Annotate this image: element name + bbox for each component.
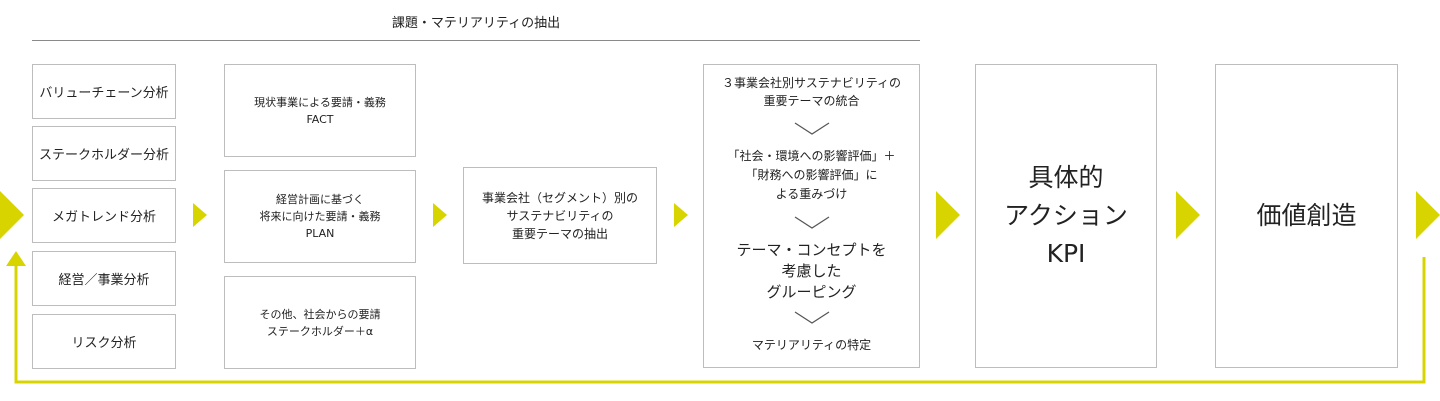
analysis-box-megatrend: メガトレンド分析	[32, 188, 176, 243]
process-step-weighting: 「社会・環境への影響評価」＋ 「財務への影響評価」に よる重みづけ	[727, 149, 896, 201]
left-edge-arrow-icon	[0, 191, 24, 239]
requirement-label: その他、社会からの要請 ステークホルダー＋α	[259, 307, 381, 338]
chevron-down-icon	[794, 122, 830, 136]
chevron-down-icon	[794, 216, 830, 230]
right-edge-arrow-icon	[1416, 191, 1440, 239]
value-creation-box: 価値創造	[1215, 64, 1398, 368]
analysis-box-stakeholder: ステークホルダー分析	[32, 126, 176, 181]
flow-arrow-icon	[193, 203, 207, 227]
requirement-label: 経営計画に基づく 将来に向けた要請・義務 PLAN	[259, 193, 381, 240]
analysis-label: ステークホルダー分析	[38, 148, 169, 163]
analysis-label: メガトレンド分析	[51, 210, 156, 225]
analysis-label: バリューチェーン分析	[39, 86, 169, 101]
requirement-label: 現状事業による要請・義務 FACT	[254, 95, 386, 126]
analysis-label: 経営／事業分析	[58, 273, 150, 288]
requirement-box-other: その他、社会からの要請 ステークホルダー＋α	[224, 276, 416, 369]
materiality-process-box	[703, 64, 920, 368]
requirement-box-plan: 経営計画に基づく 将来に向けた要請・義務 PLAN	[224, 170, 416, 263]
analysis-box-value-chain: バリューチェーン分析	[32, 64, 176, 119]
section-title: 課題・マテリアリティの抽出	[32, 8, 920, 41]
flow-arrow-icon	[433, 203, 447, 227]
analysis-label: リスク分析	[71, 336, 137, 351]
flow-arrow-icon	[674, 203, 688, 227]
analysis-box-risk: リスク分析	[32, 314, 176, 369]
action-kpi-box: 具体的 アクション KPI	[975, 64, 1157, 368]
segment-theme-box: 事業会社（セグメント）別の サステナビリティの 重要テーマの抽出	[463, 167, 657, 264]
action-kpi-label: 具体的 アクション KPI	[1004, 163, 1128, 268]
flow-arrow-icon	[936, 191, 960, 239]
analysis-box-business: 経営／事業分析	[32, 251, 176, 306]
process-step-grouping: テーマ・コンセプトを 考慮した グルーピング	[736, 241, 887, 301]
segment-theme-label: 事業会社（セグメント）別の サステナビリティの 重要テーマの抽出	[481, 190, 638, 241]
requirement-box-fact: 現状事業による要請・義務 FACT	[224, 64, 416, 157]
chevron-down-icon	[794, 311, 830, 325]
flow-arrow-icon	[1176, 191, 1200, 239]
process-step-identification: マテリアリティの特定	[751, 338, 872, 352]
process-step-integration: ３事業会社別サステナビリティの 重要テーマの統合	[721, 76, 902, 108]
value-creation-label: 価値創造	[1256, 201, 1357, 230]
